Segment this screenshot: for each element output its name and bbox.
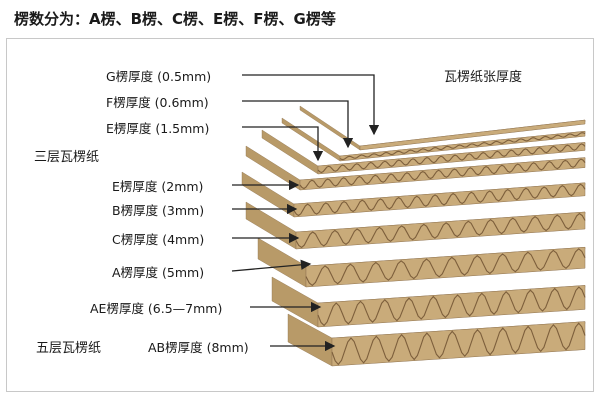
label-e-flute-thin: E楞厚度 (1.5mm) — [106, 121, 210, 136]
label-f-flute: F楞厚度 (0.6mm) — [106, 95, 209, 110]
thickness-title: 瓦楞纸张厚度 — [444, 70, 523, 85]
arrow-e-thin — [242, 126, 324, 162]
five-layer-heading: 五层瓦楞纸 — [36, 341, 102, 356]
sheet-g-flute — [299, 105, 586, 151]
board-sheet-stack — [241, 105, 586, 367]
label-ae-flute: AE楞厚度 (6.5—7mm) — [90, 301, 223, 316]
sheet-e-flute — [245, 145, 586, 191]
sheet-ae-flute — [271, 276, 586, 328]
sheet-b-flute — [241, 171, 586, 218]
label-a-flute: A楞厚度 (5mm) — [112, 265, 205, 280]
pointer-arrows — [231, 74, 380, 352]
label-g-flute: G楞厚度 (0.5mm) — [106, 69, 212, 84]
arrow-a — [231, 259, 312, 272]
sheet-a-flute — [257, 237, 586, 288]
label-e-flute: E楞厚度 (2mm) — [112, 179, 204, 194]
label-c-flute: C楞厚度 (4mm) — [112, 232, 205, 247]
sheet-e-flute-thin — [261, 129, 586, 175]
arrow-f — [242, 100, 354, 149]
arrow-g — [242, 74, 380, 136]
sheet-f-flute — [281, 117, 586, 162]
three-layer-heading: 三层瓦楞纸 — [34, 150, 100, 165]
label-b-flute: B楞厚度 (3mm) — [112, 203, 205, 218]
sheet-ab-flute — [287, 313, 586, 367]
page-header: 楞数分为：A楞、B楞、C楞、E楞、F楞、G楞等 — [14, 10, 336, 28]
diagram-frame — [6, 38, 594, 392]
label-ab-flute: AB楞厚度 (8mm) — [148, 340, 249, 355]
